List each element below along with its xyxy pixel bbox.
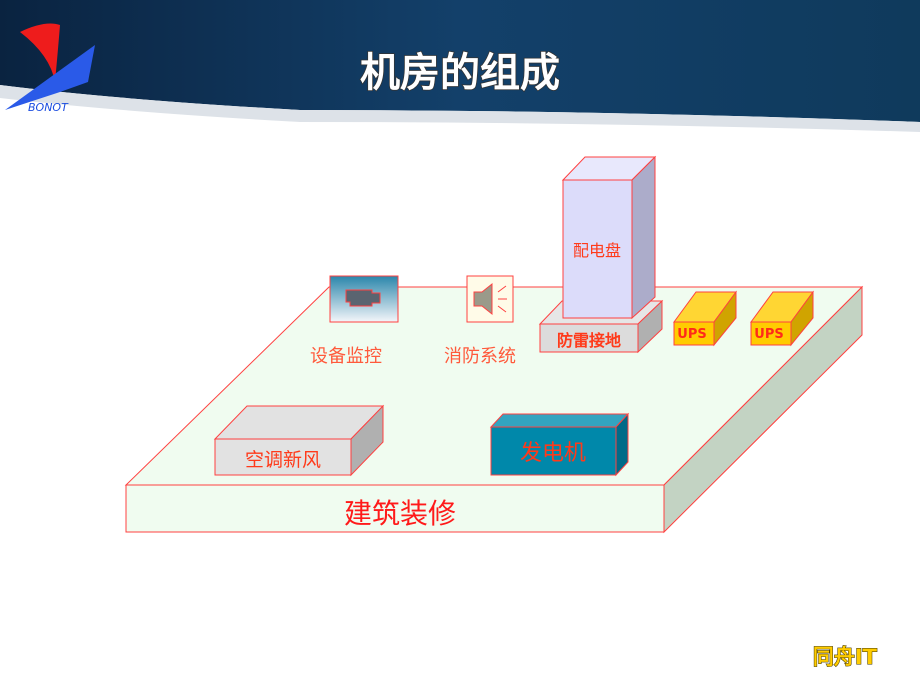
cabinet-label: 配电盘	[573, 241, 621, 260]
monitoring-box	[329, 275, 399, 323]
header-banner	[0, 0, 920, 122]
ups-label-2: UPS	[754, 327, 783, 342]
logo-blue-wing	[5, 45, 95, 110]
footer-brand: 同舟IT	[813, 645, 878, 669]
grounding-label: 防雷接地	[557, 331, 621, 350]
header-shadow	[0, 85, 920, 132]
camera-icon	[345, 289, 381, 307]
ups-box-2: UPS	[750, 290, 814, 347]
power-cabinet: 配电盘	[561, 155, 657, 320]
generator-label: 发电机	[520, 441, 586, 466]
logo-text: BONOT	[28, 101, 69, 114]
logo: BONOT	[5, 23, 95, 114]
hvac-label: 空调新风	[245, 449, 321, 471]
logo-red-swoosh	[20, 23, 60, 82]
generator-box: 发电机	[489, 412, 630, 477]
speaker-icon	[473, 282, 493, 316]
ups-box-1: UPS	[673, 290, 737, 347]
ups-label-1: UPS	[677, 327, 706, 342]
platform-label: 建筑装修	[344, 497, 456, 530]
page-title: 机房的组成	[360, 50, 560, 96]
hvac-box: 空调新风	[213, 404, 385, 477]
monitoring-label: 设备监控	[310, 346, 382, 367]
fire-label: 消防系统	[444, 346, 516, 367]
fire-box	[466, 275, 514, 323]
